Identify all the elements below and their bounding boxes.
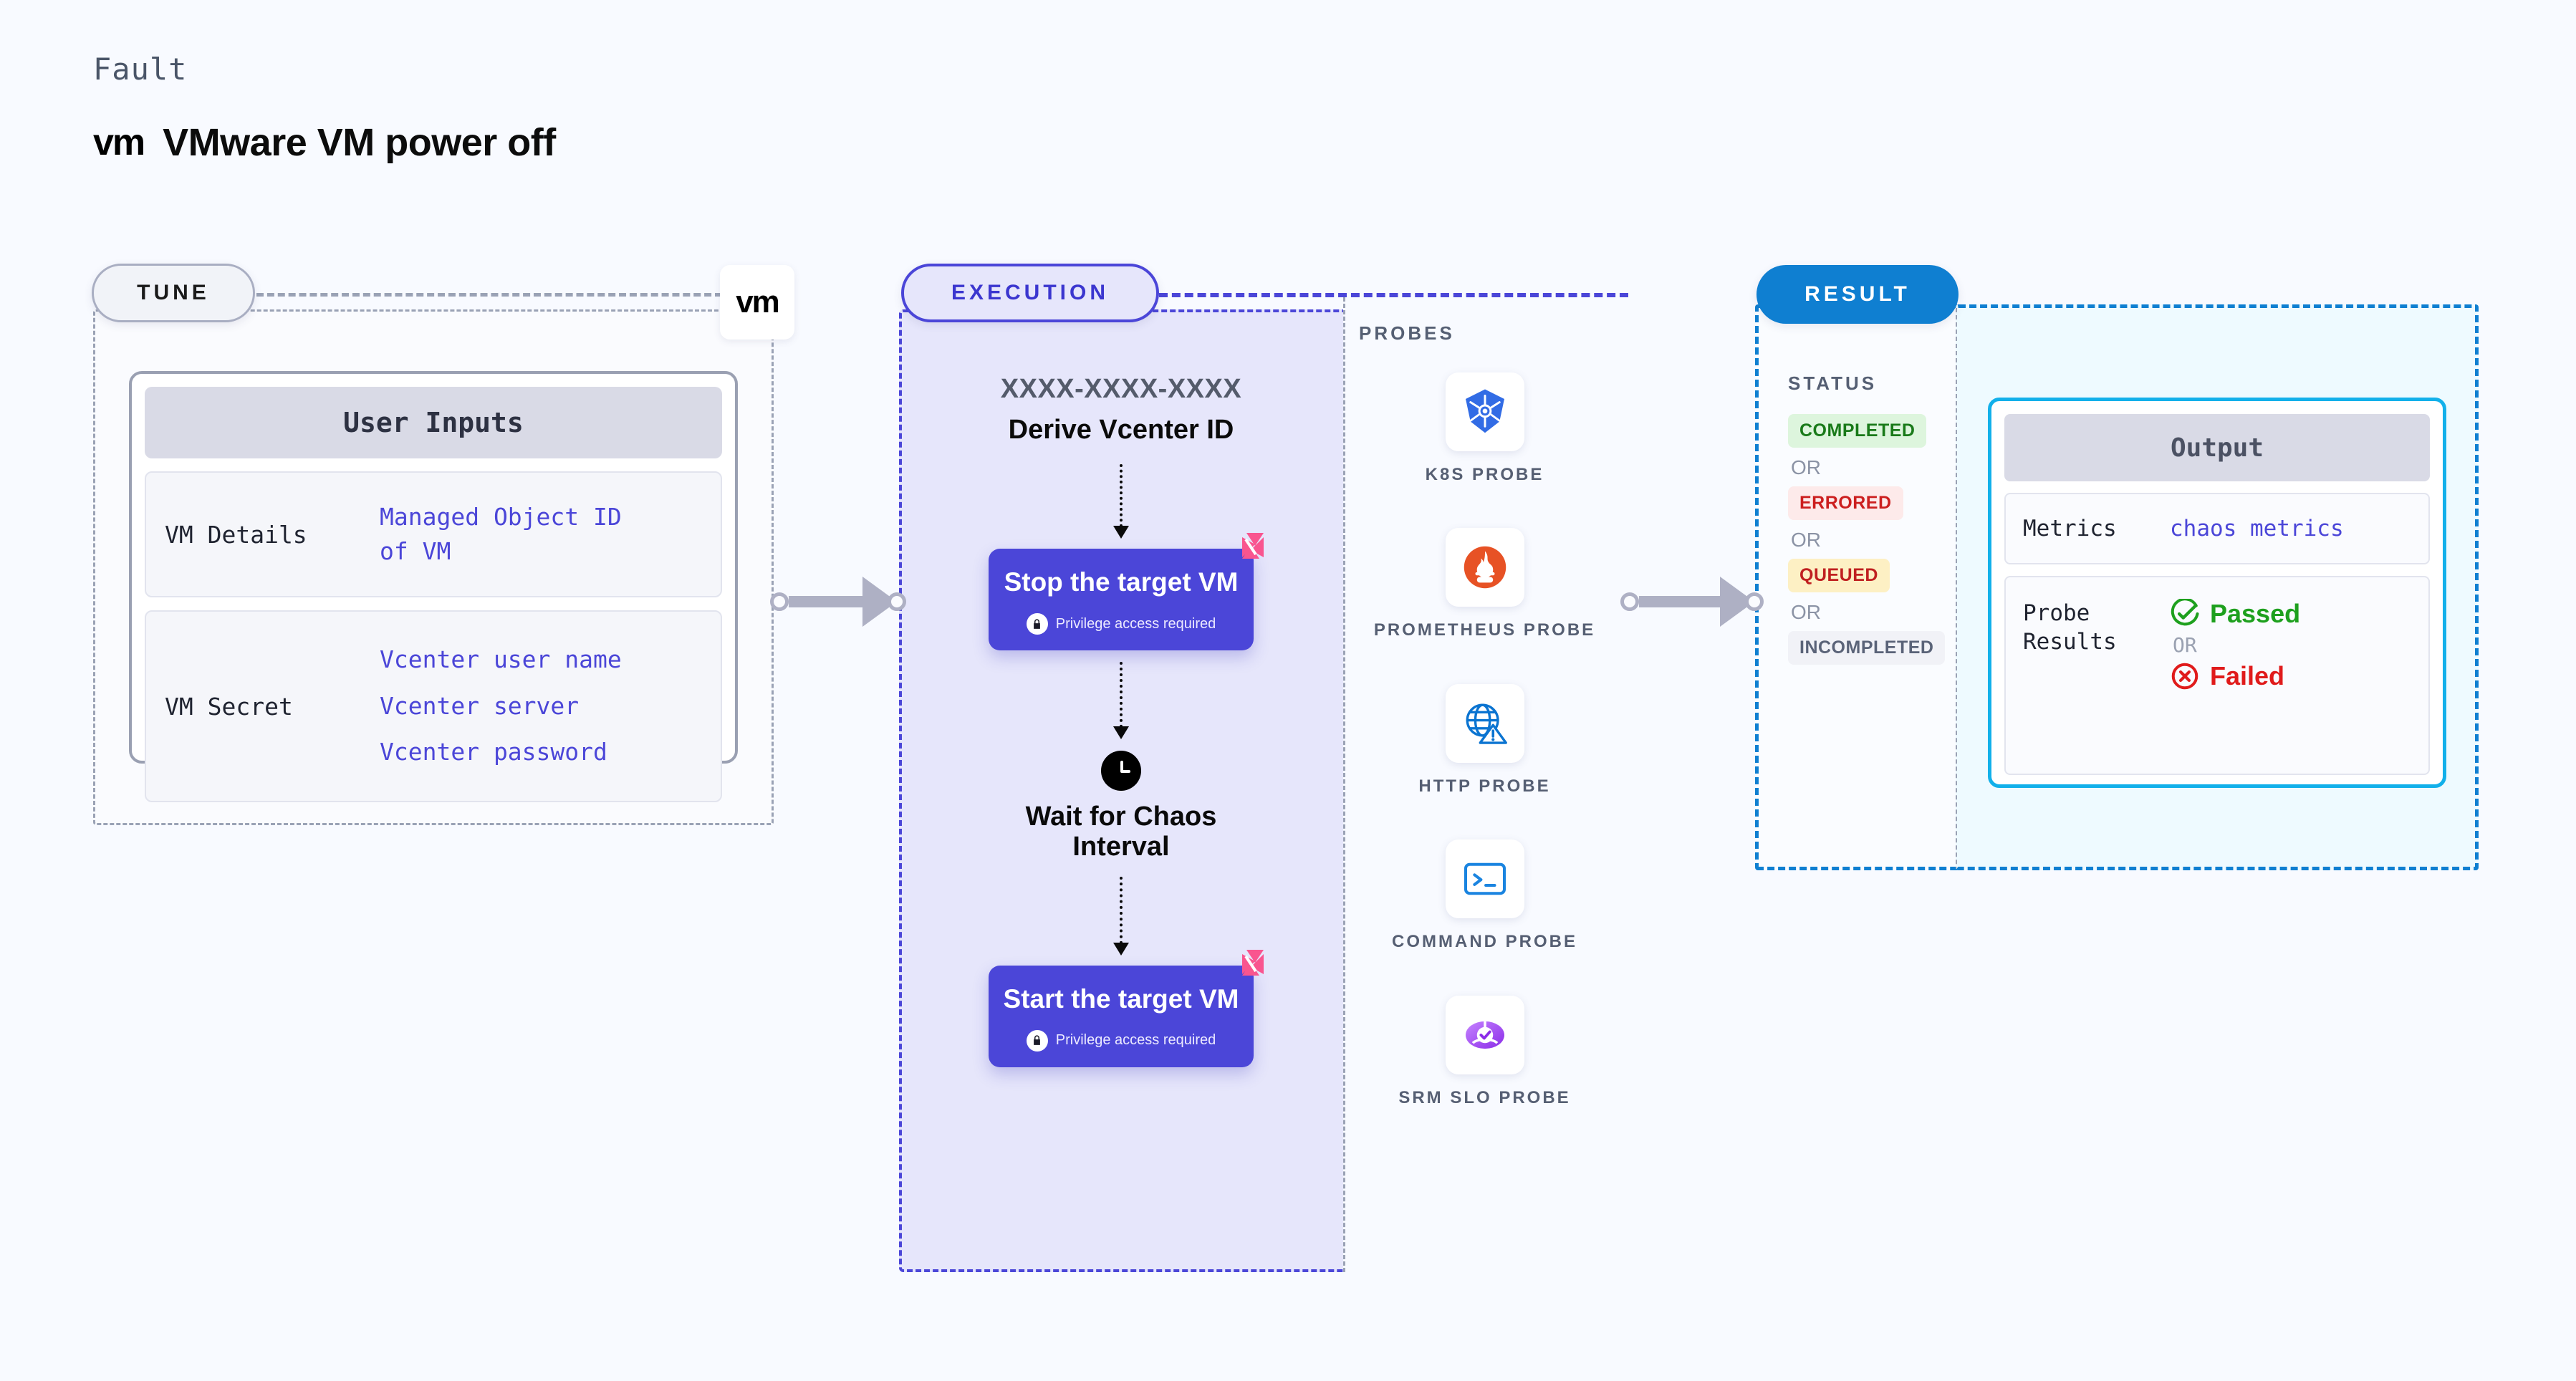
- status-or: OR: [1791, 529, 1821, 551]
- connector-end-dot: [1745, 592, 1764, 611]
- flow-arrow-2: [899, 650, 1343, 739]
- chaos-pinwheel-icon: [1226, 530, 1267, 570]
- probe-item-command[interactable]: COMMAND PROBE: [1343, 839, 1626, 953]
- connector-start-dot: [1620, 592, 1639, 611]
- probe-item-http[interactable]: HTTP PROBE: [1343, 683, 1626, 798]
- step-note-row: Privilege access required: [989, 1029, 1254, 1052]
- output-row-metrics[interactable]: Metrics chaos metrics: [2004, 493, 2430, 564]
- status-badge-completed: COMPLETED: [1788, 414, 1927, 448]
- vmware-badge-icon: vm: [720, 265, 794, 340]
- input-value: Vcenter password: [380, 738, 607, 766]
- output-label-line1: Probe: [2023, 600, 2090, 626]
- wait-label-line1: Wait for Chaos: [1025, 802, 1217, 832]
- probe-result-values: Passed OR Failed: [2170, 599, 2300, 691]
- connector-execution-to-result: [1620, 577, 1764, 627]
- input-label: VM Details: [165, 520, 307, 549]
- output-label: Probe Results: [2023, 599, 2170, 657]
- status-section-label: STATUS: [1788, 372, 1878, 394]
- page-title-row: vm VMware VM power off: [93, 120, 556, 165]
- probe-result-passed-label: Passed: [2210, 599, 2301, 628]
- probe-result-failed-label: Failed: [2210, 661, 2285, 690]
- step-note: Privilege access required: [1055, 615, 1216, 632]
- connector-end-dot: [888, 592, 906, 611]
- tune-connector-dash: [256, 293, 722, 297]
- input-row-vm-details[interactable]: VM Details Managed Object ID of VM: [145, 471, 722, 597]
- execution-flow: XXXX-XXXX-XXXX Derive Vcenter ID Stop th…: [899, 309, 1343, 1067]
- probes-section-label: PROBES: [1359, 322, 1455, 344]
- execution-pill[interactable]: EXECUTION: [901, 264, 1159, 322]
- probe-item-prometheus[interactable]: PROMETHEUS PROBE: [1343, 528, 1626, 642]
- step-note-row: Privilege access required: [989, 613, 1254, 635]
- probe-name: K8S PROBE: [1425, 465, 1544, 484]
- chaos-pinwheel-icon: [1226, 947, 1267, 987]
- input-values: Managed Object ID of VM: [380, 500, 622, 569]
- step-title: Start the target VM: [1003, 983, 1239, 1014]
- output-label: Metrics: [2023, 515, 2117, 542]
- probe-item-srm-slo[interactable]: SRM SLO PROBE: [1343, 995, 1626, 1110]
- input-row-vm-secret[interactable]: VM Secret Vcenter user name Vcenter serv…: [145, 610, 722, 802]
- user-inputs-header: User Inputs: [145, 387, 722, 458]
- status-badge-errored: ERRORED: [1788, 486, 1903, 520]
- input-value: of VM: [380, 537, 451, 565]
- lock-icon: [1026, 613, 1048, 635]
- status-or: OR: [1791, 456, 1821, 478]
- vmware-logo-icon: vm: [93, 122, 145, 163]
- probe-list: K8S PROBE PROMETHEUS PROBE: [1343, 372, 1626, 1151]
- probe-result-or: OR: [2173, 633, 2197, 657]
- status-badge-incompleted: INCOMPLETED: [1788, 631, 1946, 665]
- probe-name: SRM SLO PROBE: [1398, 1087, 1571, 1107]
- input-value: Managed Object ID: [380, 503, 622, 531]
- srm-slo-icon: [1445, 995, 1524, 1074]
- output-value: chaos metrics: [2170, 516, 2344, 542]
- flow-arrow-3: [899, 862, 1343, 956]
- probes-region: [1343, 297, 1626, 1272]
- status-badge-queued: QUEUED: [1788, 559, 1890, 592]
- terminal-icon: [1445, 839, 1524, 919]
- probe-item-k8s[interactable]: K8S PROBE: [1343, 372, 1626, 486]
- output-card: Output Metrics chaos metrics Probe Resul…: [1988, 398, 2446, 788]
- execution-step-stop-vm[interactable]: Stop the target VM Privilege access requ…: [989, 533, 1264, 650]
- probe-result-passed: Passed: [2170, 599, 2300, 629]
- status-or: OR: [1791, 601, 1821, 623]
- execution-step-start-vm[interactable]: Start the target VM Privilege access req…: [989, 949, 1264, 1067]
- user-inputs-card: User Inputs VM Details Managed Object ID…: [129, 371, 738, 802]
- input-value: Vcenter user name: [380, 645, 622, 674]
- x-circle-icon: [2171, 663, 2198, 690]
- connector-bar: [789, 596, 863, 607]
- connector-tune-to-execution: [770, 577, 906, 627]
- probe-name: HTTP PROBE: [1418, 776, 1551, 796]
- execution-connector-dash: [1159, 293, 1628, 297]
- tune-pill[interactable]: TUNE: [92, 264, 255, 322]
- page-title: VMware VM power off: [163, 121, 556, 164]
- http-globe-warning-icon: [1445, 683, 1524, 763]
- connector-bar: [1639, 596, 1721, 607]
- output-row-probe-results[interactable]: Probe Results Passed OR Fai: [2004, 576, 2430, 775]
- result-pill[interactable]: RESULT: [1756, 265, 1959, 324]
- input-values: Vcenter user name Vcenter server Vcenter…: [380, 637, 622, 775]
- input-value: Vcenter server: [380, 691, 580, 720]
- step-title: Stop the target VM: [1004, 567, 1239, 597]
- wait-step: Wait for Chaos Interval: [899, 751, 1343, 862]
- probe-result-failed: Failed: [2170, 661, 2300, 691]
- output-label-line2: Results: [2023, 629, 2117, 655]
- output-header: Output: [2004, 414, 2430, 481]
- derive-label: Derive Vcenter ID: [1008, 415, 1234, 445]
- prometheus-icon: [1445, 528, 1524, 607]
- step-note: Privilege access required: [1055, 1032, 1216, 1049]
- lock-icon: [1026, 1029, 1048, 1052]
- kubernetes-icon: [1445, 372, 1524, 451]
- check-circle-icon: [2171, 599, 2199, 626]
- clock-icon: [1101, 751, 1141, 791]
- vmware-badge-label: vm: [736, 284, 780, 319]
- derive-code: XXXX-XXXX-XXXX: [1000, 374, 1242, 404]
- input-label: VM Secret: [165, 692, 293, 721]
- connector-start-dot: [770, 592, 789, 611]
- status-list: COMPLETED OR ERRORED OR QUEUED OR INCOMP…: [1788, 414, 1953, 665]
- probe-name: COMMAND PROBE: [1392, 932, 1577, 952]
- probe-name: PROMETHEUS PROBE: [1373, 620, 1596, 640]
- wait-label-line2: Interval: [1072, 831, 1170, 862]
- flow-arrow-1: [899, 446, 1343, 539]
- page-eyebrow: Fault: [93, 52, 188, 87]
